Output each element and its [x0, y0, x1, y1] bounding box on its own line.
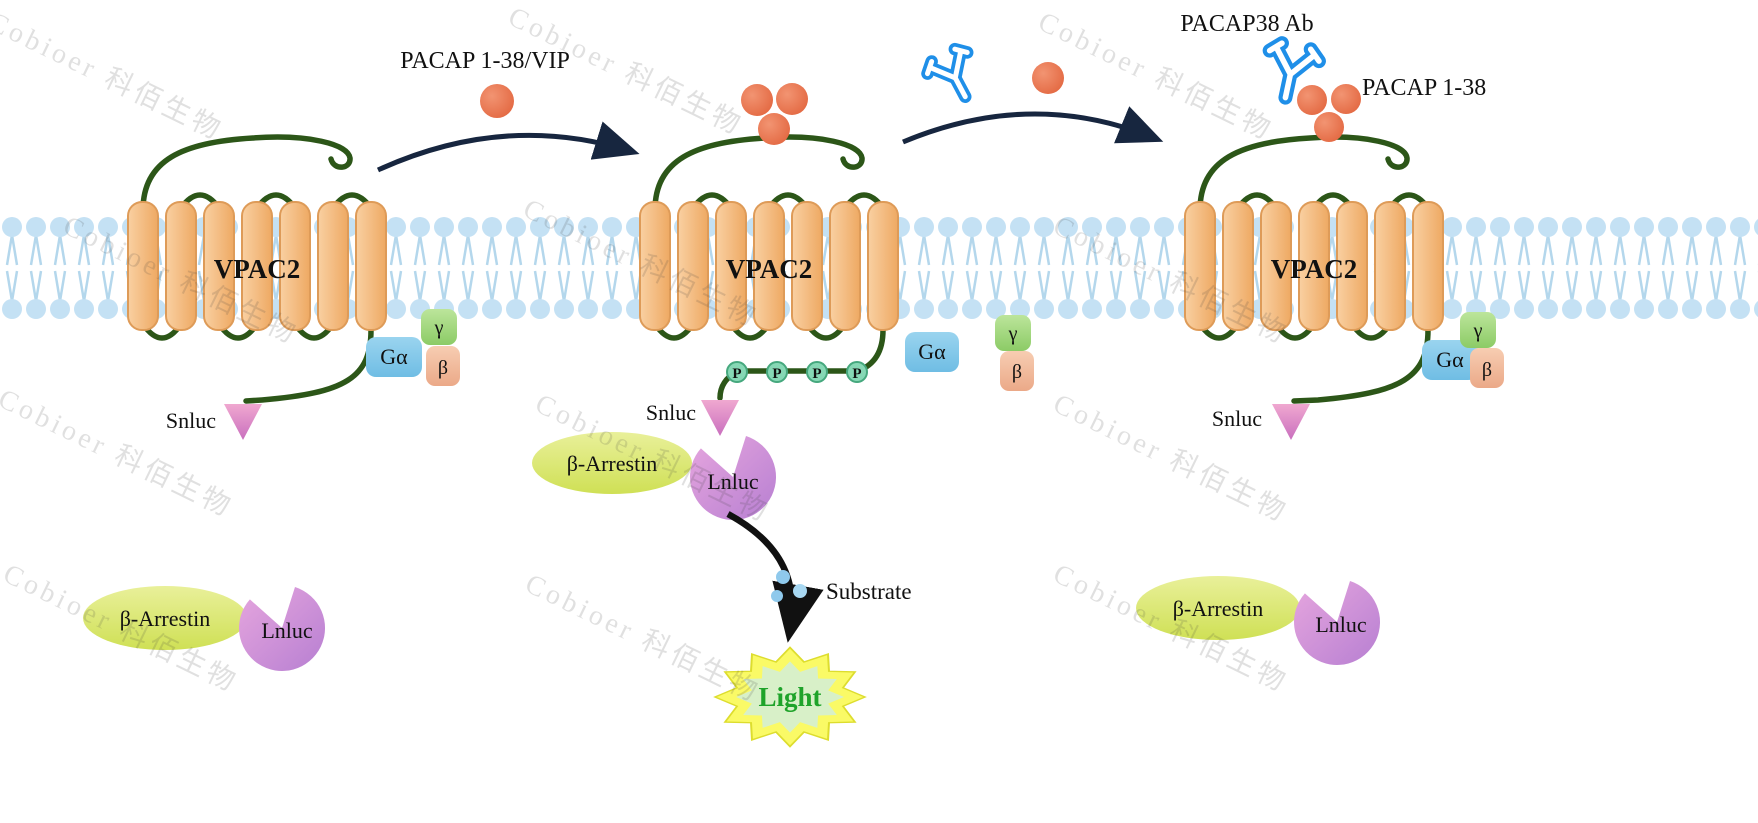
- g-beta-box: [426, 346, 460, 386]
- pacap-ligand: [1297, 85, 1327, 115]
- g-gamma-label: γ: [434, 317, 444, 339]
- g-beta-label: β: [438, 357, 448, 379]
- light-label: Light: [758, 682, 821, 712]
- phospho-site: [766, 361, 788, 383]
- substrate-dot: [793, 584, 807, 598]
- arrestin-complex-left: [83, 586, 326, 671]
- beta-arrestin-label: β-Arrestin: [120, 606, 211, 631]
- g-gamma-box: [1460, 312, 1496, 348]
- substrate-dot: [771, 590, 783, 602]
- g-gamma-label: γ: [1473, 320, 1483, 342]
- pacap-ligand: [1032, 62, 1064, 94]
- pacap-ligand: [1314, 112, 1344, 142]
- g-alpha-box: [366, 337, 422, 377]
- g-alpha-box: [1422, 340, 1478, 380]
- arrestin-complex-middle: [532, 400, 777, 520]
- lnluc-label: Lnluc: [261, 618, 313, 643]
- phospho-site: [846, 361, 868, 383]
- g-gamma-box: [995, 315, 1031, 351]
- receptor-label-right: VPAC2: [1271, 254, 1357, 284]
- pacap-vip-label: PACAP 1-38/VIP: [400, 48, 570, 74]
- lnluc-label: Lnluc: [1315, 612, 1367, 637]
- receptor-left: [128, 137, 460, 440]
- receptor-label-left: VPAC2: [214, 254, 300, 284]
- g-alpha-label: Gα: [918, 339, 946, 364]
- g-beta-label: β: [1012, 361, 1022, 383]
- phospho-label: P: [772, 366, 781, 382]
- g-gamma-label: γ: [1008, 323, 1018, 345]
- pacap-ligand: [758, 113, 790, 145]
- pacap-ligand: [776, 83, 808, 115]
- g-beta-box: [1000, 351, 1034, 391]
- substrate-dot: [776, 570, 790, 584]
- arrow-stage-2: [902, 106, 1164, 145]
- phospho-label: P: [732, 366, 741, 382]
- snluc-label: Snluc: [1212, 406, 1262, 431]
- snluc-tag: [701, 400, 739, 436]
- pacap-ligand: [480, 84, 514, 118]
- beta-arrestin-shape: [532, 432, 692, 494]
- arrestin-complex-right: [1136, 576, 1381, 665]
- light-burst: [713, 646, 867, 748]
- lnluc-label: Lnluc: [707, 469, 759, 494]
- g-alpha-box: [905, 332, 959, 372]
- receptor-label-middle: VPAC2: [726, 254, 812, 284]
- pacap38-ab-label: PACAP38 Ab: [1180, 11, 1313, 37]
- g-alpha-label: Gα: [1436, 347, 1464, 372]
- phospho-site: [806, 361, 828, 383]
- arrow-light: [726, 511, 824, 643]
- beta-arrestin-shape: [83, 586, 247, 650]
- phospho-label: P: [812, 366, 821, 382]
- receptor-middle: [640, 137, 1034, 401]
- pacap-ligand: [1331, 84, 1361, 114]
- g-beta-box: [1470, 348, 1504, 388]
- snluc-tag: [1272, 404, 1310, 440]
- g-beta-label: β: [1482, 359, 1492, 381]
- g-gamma-box: [421, 309, 457, 345]
- g-alpha-label: Gα: [380, 344, 408, 369]
- snluc-tag: [224, 404, 262, 440]
- pacap-1-38-label: PACAP 1-38: [1362, 75, 1486, 101]
- receptor-right: [1185, 137, 1504, 440]
- snluc-label: Snluc: [166, 408, 216, 433]
- phospho-site: [726, 361, 748, 383]
- pacap-ligand: [741, 84, 773, 116]
- phospho-label: P: [852, 366, 861, 382]
- beta-arrestin-shape: [1136, 576, 1300, 640]
- snluc-label: Snluc: [646, 400, 696, 425]
- substrate-label: Substrate: [826, 579, 912, 604]
- arrow-stage-1: [376, 121, 640, 173]
- beta-arrestin-label: β-Arrestin: [567, 451, 658, 476]
- beta-arrestin-label: β-Arrestin: [1173, 596, 1264, 621]
- antibody-icon: [923, 45, 985, 108]
